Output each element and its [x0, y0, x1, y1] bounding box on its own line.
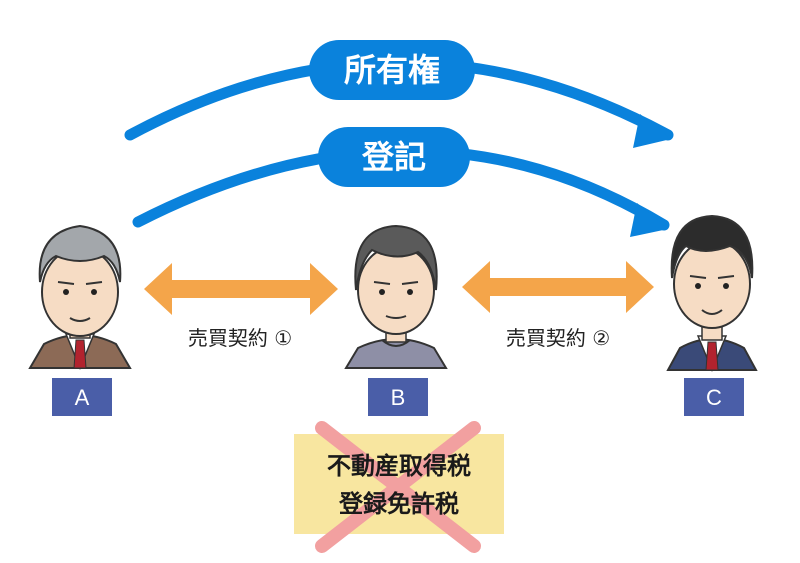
ownership-label: 所有権 — [344, 51, 440, 89]
tax-line-2: 登録免許税 — [338, 490, 459, 518]
contract-2-arrow — [462, 261, 654, 313]
person-a-label: A — [75, 385, 90, 410]
registration-pill: 登記 — [318, 127, 470, 187]
tax-box: 不動産取得税 登録免許税 — [294, 421, 504, 553]
person-a-tag: A — [52, 378, 112, 416]
contract-1-arrow — [144, 263, 338, 315]
person-b-illustration — [344, 224, 448, 369]
tax-line-1: 不動産取得税 — [327, 452, 471, 480]
contract-1-label: 売買契約 ① — [188, 326, 292, 350]
cross-mark-icon — [315, 421, 481, 553]
contract-2-label: 売買契約 ② — [506, 326, 610, 350]
person-c-illustration — [666, 214, 758, 372]
person-a-illustration — [28, 224, 132, 370]
person-b-label: B — [391, 385, 406, 410]
registration-label: 登記 — [361, 138, 426, 176]
person-c-tag: C — [684, 378, 744, 416]
person-c-label: C — [706, 385, 722, 410]
ownership-pill: 所有権 — [309, 40, 475, 100]
person-b-tag: B — [368, 378, 428, 416]
